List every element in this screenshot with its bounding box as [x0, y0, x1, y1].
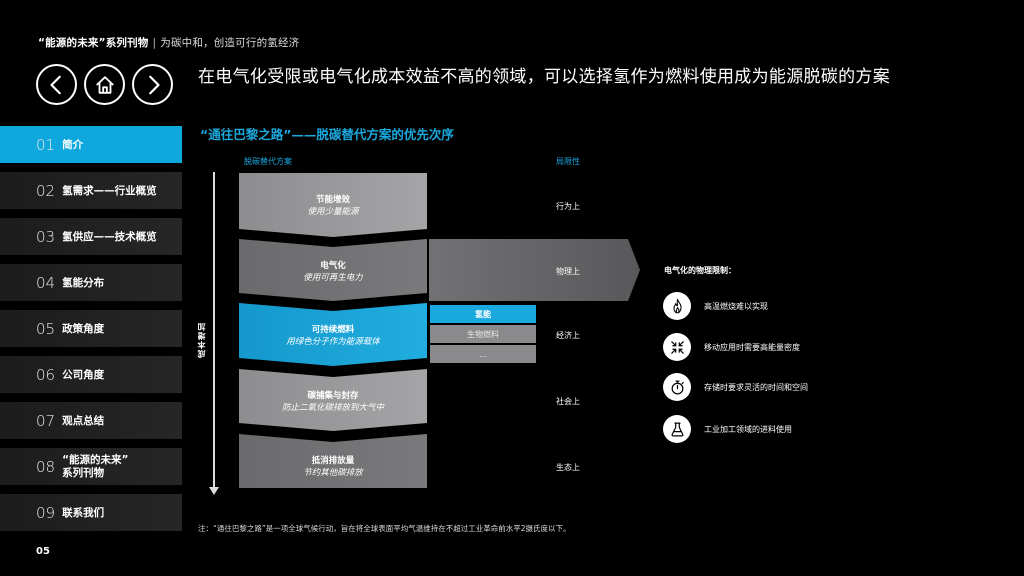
limit-physical: 物理上 — [556, 267, 580, 276]
sidebar-item-label: 观点总结 — [62, 415, 105, 427]
sidebar-item-label: 氢供应——技术概览 — [62, 231, 157, 243]
sidebar-item-intro[interactable]: 01 简介 — [0, 126, 182, 163]
option-ccs: 碳捕集与封存 防止二氧化碳排放到大气中 — [240, 390, 426, 414]
chevron-left-icon — [49, 75, 61, 94]
sidebar-item-label: 联系我们 — [62, 507, 105, 519]
sidebar-item-number: 01 — [36, 135, 56, 154]
sidebar-item-label: 简介 — [62, 139, 84, 151]
cost-axis-line — [213, 172, 215, 490]
sidebar-item-contact[interactable]: 09 联系我们 — [0, 494, 182, 531]
option-electrification: 电气化 使用可再生电力 — [240, 260, 426, 284]
prev-button[interactable] — [36, 64, 77, 105]
sidebar-item-summary[interactable]: 07 观点总结 — [0, 402, 182, 439]
sidebar-item-label: 氢需求——行业概览 — [62, 185, 157, 197]
sidebar-item-number: 04 — [36, 273, 56, 292]
cost-axis-arrow — [209, 487, 219, 495]
option-title: 可持续燃料 — [311, 325, 355, 335]
column-header-options: 脱碳替代方案 — [244, 157, 292, 166]
option-title: 节能增效 — [315, 195, 350, 205]
sidebar-item-series[interactable]: 08 “能源的未来” 系列刊物 — [0, 448, 182, 485]
electrification-band — [429, 239, 640, 301]
physical-limit-text: 移动应用时需要高能量密度 — [704, 343, 800, 352]
fuel-more: ... — [430, 345, 536, 363]
option-offset: 抵消排放量 节约其他碳排放 — [240, 455, 426, 479]
diagram-title: “通往巴黎之路”——脱碳替代方案的优先次序 — [200, 127, 454, 142]
fuel-biofuel: 生物燃料 — [430, 325, 536, 343]
sidebar-item-number: 08 — [36, 457, 56, 476]
flask-icon — [663, 415, 691, 443]
column-header-limits: 局限性 — [556, 157, 580, 166]
option-title: 抵消排放量 — [311, 456, 355, 466]
option-title: 碳捕集与封存 — [307, 391, 359, 401]
header-separator: | — [152, 37, 157, 49]
limit-economic: 经济上 — [556, 331, 580, 340]
limit-behavioral: 行为上 — [556, 202, 580, 211]
sidebar-item-number: 09 — [36, 503, 56, 522]
fuel-hydrogen: 氢能 — [430, 305, 536, 323]
page-number: 05 — [36, 546, 50, 557]
sidebar-item-number: 02 — [36, 181, 56, 200]
sidebar-item-number: 06 — [36, 365, 56, 384]
physical-limit-text: 工业加工领域的进料使用 — [704, 425, 792, 434]
sidebar-item-demand[interactable]: 02 氢需求——行业概览 — [0, 172, 182, 209]
chevron-right-icon — [148, 75, 160, 94]
sidebar-item-policy[interactable]: 05 政策角度 — [0, 310, 182, 347]
home-button[interactable] — [84, 64, 125, 105]
series-title: “能源的未来”系列刊物 — [38, 37, 149, 49]
footnote: 注：“通往巴黎之路”是一项全球气候行动，旨在将全球表面平均气温维持在不超过工业革… — [198, 524, 571, 533]
option-title: 电气化 — [320, 261, 346, 271]
sidebar-item-number: 05 — [36, 319, 56, 338]
stopwatch-icon — [663, 373, 691, 401]
option-subtitle: 使用少量能源 — [307, 207, 359, 217]
sidebar-item-supply[interactable]: 03 氢供应——技术概览 — [0, 218, 182, 255]
next-button[interactable] — [132, 64, 173, 105]
home-icon — [95, 75, 114, 94]
sidebar-item-label: 氢能分布 — [62, 277, 105, 289]
compress-arrows-icon — [663, 333, 691, 361]
sidebar-item-number: 03 — [36, 227, 56, 246]
sidebar-item-label: 政策角度 — [62, 323, 105, 335]
sidebar-item-label-line2: 系列刊物 — [62, 466, 105, 479]
physical-limit-text: 高温燃烧难以实现 — [704, 302, 768, 311]
option-efficiency: 节能增效 使用少量能源 — [240, 194, 426, 218]
cost-axis-label: 成本增加 — [197, 322, 206, 358]
sidebar-item-label-line1: “能源的未来” — [62, 453, 129, 466]
option-subtitle: 防止二氧化碳排放到大气中 — [281, 403, 384, 413]
option-subtitle: 用绿色分子作为能源载体 — [286, 337, 380, 347]
physical-limits-heading: 电气化的物理限制： — [664, 266, 736, 275]
option-sustainable-fuels: 可持续燃料 用绿色分子作为能源载体 — [240, 324, 426, 348]
sidebar-item-label: “能源的未来” 系列刊物 — [62, 454, 128, 480]
sidebar-item-company[interactable]: 06 公司角度 — [0, 356, 182, 393]
sidebar-item-label: 公司角度 — [62, 369, 105, 381]
physical-limit-text: 存储时要求灵活的时间和空间 — [704, 383, 808, 392]
option-subtitle: 使用可再生电力 — [303, 273, 363, 283]
sidebar-item-distribution[interactable]: 04 氢能分布 — [0, 264, 182, 301]
flame-icon — [663, 292, 691, 320]
slide-title: 在电气化受限或电气化成本效益不高的领域，可以选择氢作为燃料使用成为能源脱碳的方案 — [198, 67, 890, 87]
option-subtitle: 节约其他碳排放 — [303, 468, 363, 478]
sidebar-item-number: 07 — [36, 411, 56, 430]
series-subtitle: 为碳中和，创造可行的氢经济 — [160, 37, 300, 49]
series-header: “能源的未来”系列刊物|为碳中和，创造可行的氢经济 — [38, 35, 299, 50]
limit-ecological: 生态上 — [556, 463, 580, 472]
limit-social: 社会上 — [556, 397, 580, 406]
